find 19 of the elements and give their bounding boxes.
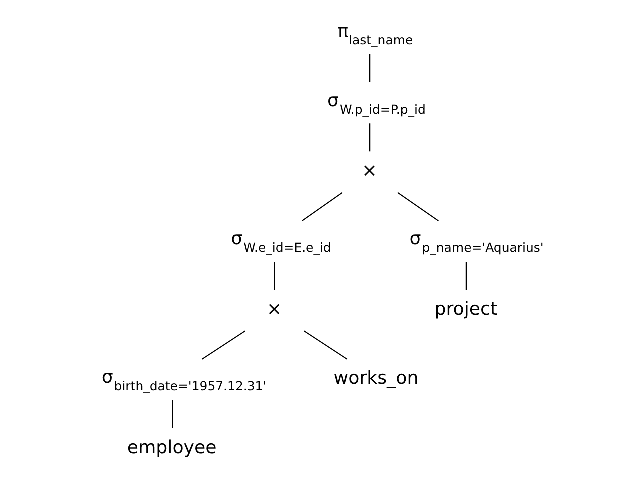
connector (370, 123, 371, 152)
connector (202, 330, 246, 360)
connector (370, 54, 371, 82)
node-text: works_on (334, 368, 419, 389)
connector (304, 330, 348, 360)
connector (172, 400, 174, 428)
node-text: × (362, 160, 378, 182)
connector (274, 262, 276, 290)
node-text: × (266, 298, 282, 320)
connector (302, 192, 343, 222)
node-text: σ$_{p_name='Aquarius'}$ (410, 228, 544, 255)
node-text: employee (127, 436, 217, 458)
connector (466, 262, 468, 290)
node-text: σ$_{W.p_id=P.p_id}$ (328, 90, 426, 116)
connector (398, 192, 439, 222)
node-text: project (434, 298, 498, 320)
node-text: π$_{last_name}$ (338, 20, 414, 48)
node-text: σ$_{birth_date='1957.12.31'}$ (102, 366, 267, 394)
node-text: σ$_{W.e_id=E.e_id}$ (231, 228, 332, 255)
